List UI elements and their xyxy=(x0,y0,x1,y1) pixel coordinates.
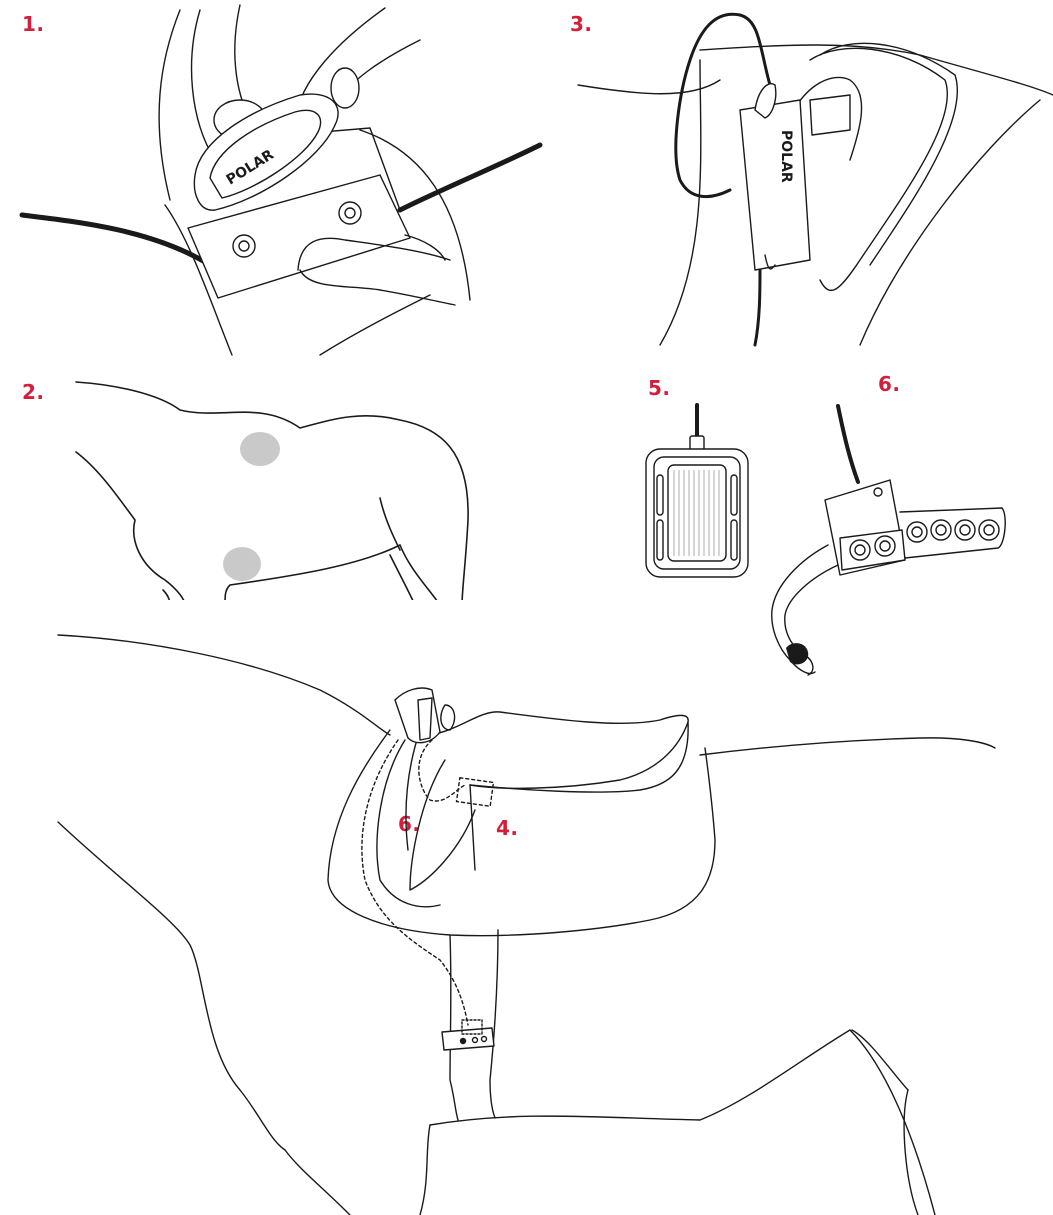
contact-spot-chest xyxy=(223,547,261,581)
saddle-illustration xyxy=(0,615,1053,1215)
panel-2-contact-spots xyxy=(0,360,520,600)
contact-spot-back xyxy=(240,432,280,466)
step-5-label: 5. xyxy=(648,378,671,398)
panel-5-electrode-pad xyxy=(620,400,770,590)
step-6-top-label: 6. xyxy=(878,374,901,394)
polar-logo-panel3: POLAR xyxy=(778,130,794,183)
panel-1-attach-transmitter: POLAR xyxy=(0,0,560,360)
panel-3-transmitter-on-girth: POLAR xyxy=(560,0,1053,360)
